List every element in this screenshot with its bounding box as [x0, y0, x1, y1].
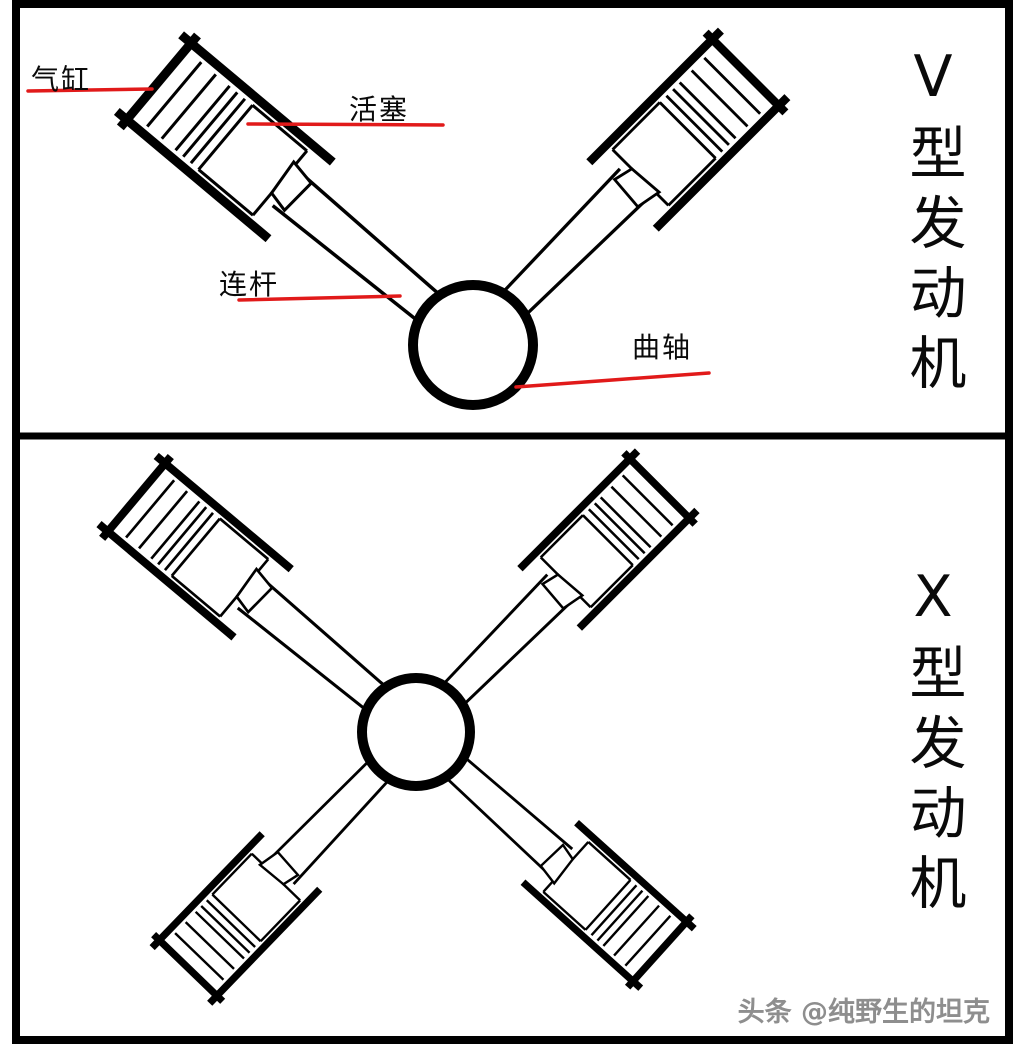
piston-label: 活塞 — [349, 93, 410, 126]
cylinder-label: 气缸 — [31, 63, 92, 96]
watermark: 头条 @纯野生的坦克 — [737, 997, 990, 1028]
piston-leader-line — [246, 122, 445, 127]
cylinder-leader-line — [26, 87, 154, 93]
x-engine-type-label: X型发动机 — [900, 564, 966, 923]
x-engine-drawing — [93, 445, 703, 1009]
annotation-lines — [26, 87, 711, 389]
connecting-rod-leader-line — [237, 294, 402, 302]
v-left-cylinder-assembly — [110, 27, 468, 355]
crankshaft-leader-line — [514, 371, 711, 389]
crankshaft-label: 曲轴 — [632, 331, 693, 364]
v-crankshaft-circle — [408, 280, 538, 410]
diagram-frame — [12, 0, 1013, 1044]
x-crankshaft-circle — [357, 673, 475, 791]
v-engine-drawing — [110, 24, 794, 410]
connecting-rod-label: 连杆 — [219, 268, 280, 301]
x-topleft-cylinder-assembly — [93, 449, 412, 741]
v-engine-type-label: V型发动机 — [900, 44, 966, 403]
